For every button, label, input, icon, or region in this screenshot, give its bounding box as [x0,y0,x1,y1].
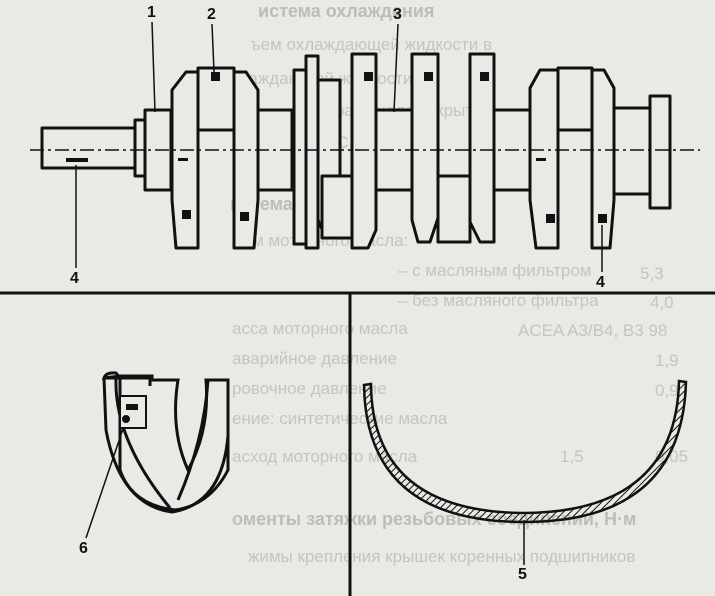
crank-web [410,52,440,244]
callout-1: 1 [147,4,156,21]
crank-pin [556,66,594,132]
shell-outer [102,377,230,514]
front-shaft [40,126,140,170]
bearing-shell [101,371,230,514]
callout-5: 5 [518,566,527,583]
callout-6: 6 [79,540,88,557]
crank-web [468,52,496,244]
shell-inner-right [176,379,210,501]
shell-inner-left [114,377,172,509]
callout-4-left: 4 [70,270,79,287]
crank-web [350,52,378,250]
shell-mark [126,404,138,410]
bearing-marks [66,72,607,223]
flange-rim [304,54,320,250]
main-journal [612,106,652,196]
crank-web [590,68,616,250]
panel-frame [0,291,715,596]
callout-3: 3 [393,6,402,23]
crankshaft [40,52,672,250]
crank-web [232,70,260,250]
shell-mark-plate [119,395,147,429]
oil-hole [122,415,130,423]
thrust-half-ring [362,379,688,524]
callout-2: 2 [207,6,216,23]
leader-lines [75,21,603,565]
callout-4-right: 4 [596,274,605,291]
rear-flange [648,94,672,210]
crank-pin [436,174,472,244]
shell-tab [104,376,152,386]
